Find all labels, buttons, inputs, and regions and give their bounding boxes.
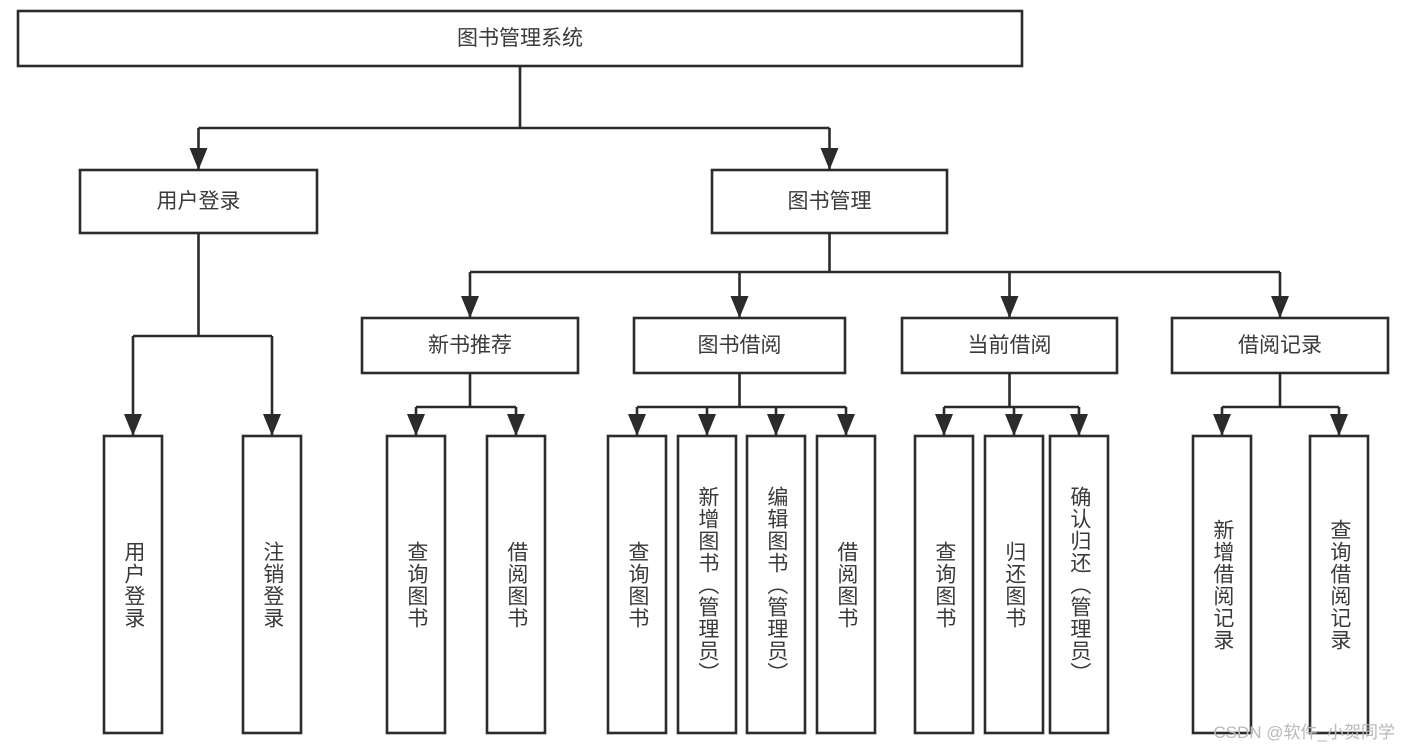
arrow-head-icon bbox=[1000, 296, 1019, 318]
arrow-head-icon bbox=[820, 148, 839, 170]
node-leaf[interactable] bbox=[606, 434, 668, 735]
arrow-head-icon bbox=[628, 414, 646, 436]
node-root[interactable] bbox=[16, 9, 1024, 68]
node-level1[interactable] bbox=[710, 168, 949, 235]
arrow-head-icon bbox=[935, 414, 953, 436]
node-leaf[interactable] bbox=[913, 434, 975, 735]
arrow-head-icon bbox=[837, 414, 855, 436]
arrow-head-icon bbox=[698, 414, 716, 436]
node-leaf[interactable] bbox=[1048, 434, 1110, 735]
node-level2[interactable] bbox=[1170, 316, 1390, 375]
arrow-head-icon bbox=[1005, 414, 1023, 436]
boxes-layer bbox=[16, 9, 1390, 735]
node-leaf[interactable] bbox=[983, 434, 1045, 735]
node-label: 图书管理系统 bbox=[457, 27, 583, 50]
node-label: 借阅记录 bbox=[1238, 334, 1322, 357]
node-leaf[interactable] bbox=[485, 434, 547, 735]
node-leaf[interactable] bbox=[241, 434, 303, 735]
arrow-head-icon bbox=[1213, 414, 1231, 436]
arrow-head-icon bbox=[1070, 414, 1088, 436]
connectors-layer bbox=[124, 66, 1348, 436]
arrow-head-icon bbox=[1330, 414, 1348, 436]
node-label: 用户登录 bbox=[157, 190, 241, 213]
node-leaf[interactable] bbox=[385, 434, 447, 735]
arrow-head-icon bbox=[407, 414, 425, 436]
node-leaf[interactable] bbox=[745, 434, 807, 735]
node-leaf[interactable] bbox=[676, 434, 738, 735]
node-leaf[interactable] bbox=[815, 434, 877, 735]
arrow-head-icon bbox=[124, 414, 142, 436]
node-leaf[interactable] bbox=[1308, 434, 1370, 735]
node-leaf[interactable] bbox=[102, 434, 164, 735]
node-level1[interactable] bbox=[78, 168, 319, 235]
node-label: 图书管理 bbox=[788, 190, 872, 213]
arrow-head-icon bbox=[263, 414, 281, 436]
node-label: 当前借阅 bbox=[968, 334, 1052, 357]
node-level2[interactable] bbox=[900, 316, 1119, 375]
arrow-head-icon bbox=[461, 296, 479, 318]
arrow-head-icon bbox=[507, 414, 525, 436]
node-level2[interactable] bbox=[632, 316, 847, 375]
node-label: 图书借阅 bbox=[698, 334, 782, 357]
node-label: 新书推荐 bbox=[428, 334, 512, 357]
arrow-head-icon bbox=[767, 414, 785, 436]
node-leaf[interactable] bbox=[1191, 434, 1253, 735]
arrow-head-icon bbox=[189, 148, 208, 170]
watermark-text: CSDN @软件_小贺同学 bbox=[1213, 723, 1395, 742]
arrow-head-icon bbox=[730, 296, 749, 318]
arrow-head-icon bbox=[1271, 296, 1289, 318]
node-level2[interactable] bbox=[360, 316, 580, 375]
